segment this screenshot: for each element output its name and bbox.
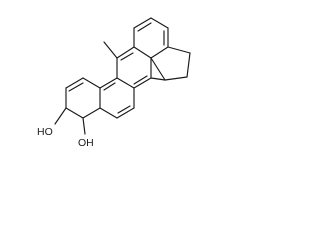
bond [65,107,84,119]
hydroxyl-label-lower: OH [78,137,94,149]
bond [82,77,101,89]
bond [116,46,135,59]
bond [99,77,118,89]
dihydrodiol-ring [65,77,101,119]
bond [150,17,169,29]
bond [150,77,166,81]
bond [167,46,191,54]
double-bond-inner [68,82,84,92]
double-bond-inner [103,82,116,91]
bond [164,76,188,81]
bond [82,107,101,119]
cyclopenta-ring [150,46,191,81]
bond [186,52,191,78]
bond [65,77,84,89]
bond [133,17,152,29]
bond [116,107,135,119]
bond [150,57,166,81]
central-aromatic-ring [116,46,166,89]
double-bond-inner [137,22,152,32]
methyl-bond [103,41,118,59]
double-bond-inner [117,105,131,114]
bond [150,46,169,59]
methyl-group [103,41,118,59]
double-bond-inner [133,75,148,85]
bond [116,77,135,89]
bond [133,46,152,59]
double-bond-inner [120,52,134,61]
bond [133,77,152,89]
bond [99,107,118,119]
hydroxyl-bond [54,107,67,125]
top-right-aromatic-ring [133,17,169,59]
hydroxyl-bond [82,117,86,135]
middle-left-aromatic-ring [99,77,135,119]
molecule-structure: HO OH [37,17,191,149]
hydroxyl-groups: HO OH [37,107,94,149]
chemical-structure-image: HO OH [0,0,223,163]
hydroxyl-label-upper: HO [37,126,53,138]
